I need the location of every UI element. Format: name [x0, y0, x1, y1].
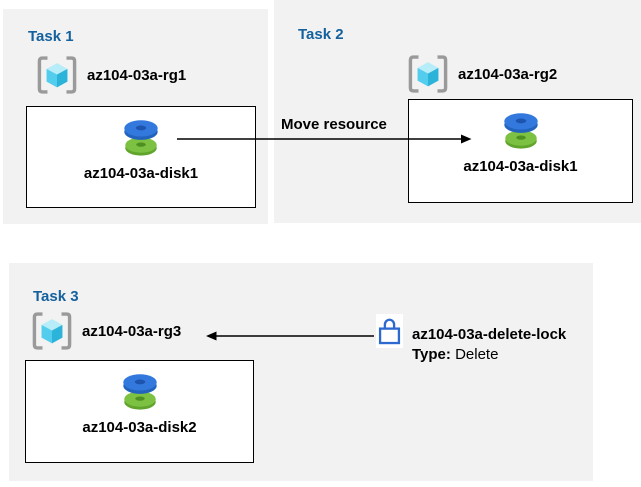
resource-group-icon: [31, 312, 73, 350]
lock-type-label: Type:: [412, 346, 451, 363]
resource-group-name: az104-03a-rg3: [82, 322, 182, 340]
task2-resource-group: az104-03a-rg2: [407, 55, 557, 93]
task3-title: Task 3: [33, 288, 79, 306]
task1-resource-group: az104-03a-rg1: [36, 56, 186, 94]
disk-name: az104-03a-disk1: [463, 158, 578, 175]
task3-panel: Task 3 az104-03a-rg3 az104-03a-disk2 az1…: [9, 263, 593, 481]
task2-panel: Task 2 az104-03a-rg2 az104-03a-disk1: [274, 0, 641, 223]
disk-icon: [497, 109, 545, 151]
resource-group-icon: [36, 56, 78, 94]
resource-group-name: az104-03a-rg2: [458, 65, 558, 83]
disk-name: az104-03a-disk1: [83, 165, 199, 182]
disk-name: az104-03a-disk2: [82, 419, 197, 436]
lock-name: az104-03a-delete-lock: [412, 326, 567, 343]
task1-title: Task 1: [28, 28, 74, 46]
resource-group-icon: [407, 55, 449, 93]
task2-title: Task 2: [298, 26, 344, 44]
resource-group-name: az104-03a-rg1: [87, 66, 187, 84]
lock-icon: [377, 316, 402, 347]
move-resource-label: Move resource: [281, 116, 387, 133]
task2-resource-box: az104-03a-disk1: [408, 99, 633, 203]
task3-resource-box: az104-03a-disk2: [25, 360, 254, 463]
lock-type-value: Delete: [455, 346, 499, 363]
task1-panel: Task 1 az104-03a-rg1 az104-03a-disk1: [3, 9, 268, 224]
disk-icon: [116, 370, 164, 412]
task3-resource-group: az104-03a-rg3: [31, 312, 181, 350]
lock-labels: az104-03a-delete-lock Type: Delete: [412, 325, 566, 365]
task1-resource-box: az104-03a-disk1: [26, 106, 256, 208]
lock-type: Type: Delete: [412, 345, 566, 365]
delete-lock: az104-03a-delete-lock Type: Delete: [376, 314, 566, 365]
disk-icon: [117, 116, 165, 158]
lock-icon-background: [376, 314, 403, 348]
